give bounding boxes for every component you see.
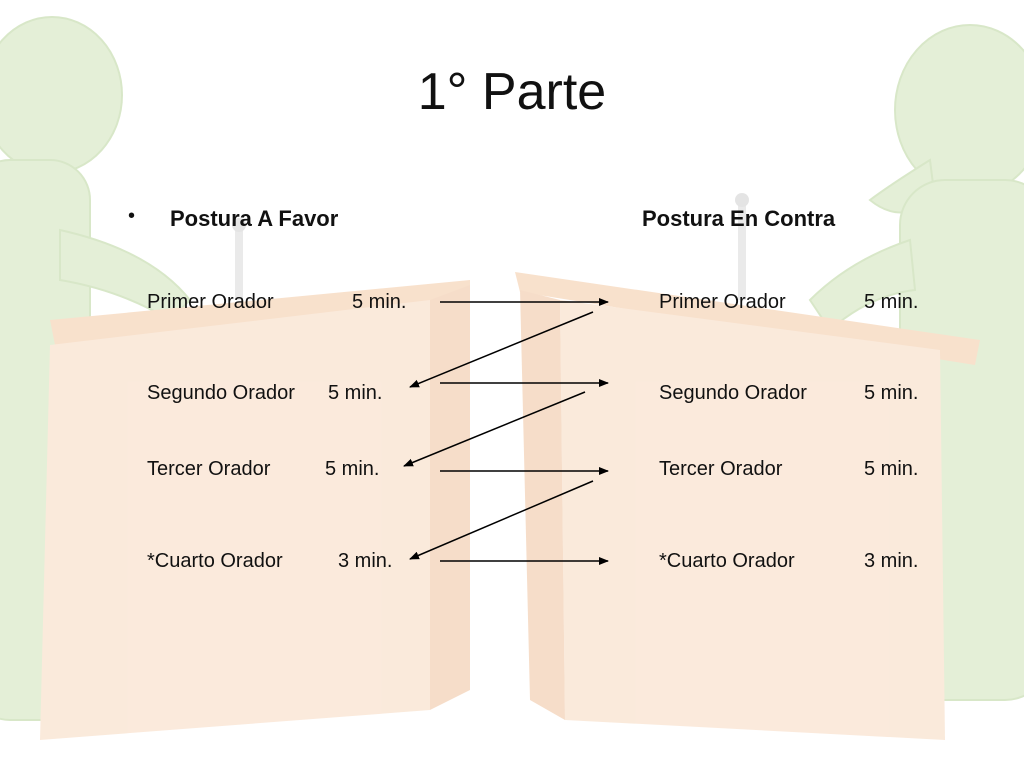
left-item-time: 5 min. (352, 291, 407, 313)
left-item-label: *Cuarto Orador (147, 550, 283, 572)
left-podium-icon (40, 218, 470, 740)
right-item-time: 5 min. (864, 458, 919, 480)
right-item-label: *Cuarto Orador (659, 550, 795, 572)
right-item-time: 5 min. (864, 291, 919, 313)
bullet-marker: • (128, 205, 136, 227)
right-item-label: Primer Orador (659, 291, 786, 313)
left-heading: Postura A Favor (170, 206, 339, 231)
right-item-time: 5 min. (864, 382, 919, 404)
left-item-time: 5 min. (325, 458, 380, 480)
right-heading: Postura En Contra (642, 206, 836, 231)
right-item-label: Tercer Orador (659, 458, 783, 480)
left-item-label: Primer Orador (147, 291, 274, 313)
right-item-time: 3 min. (864, 550, 919, 572)
slide-title: 1° Parte (417, 63, 607, 121)
arrow-back-1 (409, 311, 594, 388)
left-item-label: Segundo Orador (147, 382, 295, 404)
arrow-back-3 (409, 480, 594, 560)
left-item-label: Tercer Orador (147, 458, 271, 480)
left-item-time: 5 min. (328, 382, 383, 404)
right-item-label: Segundo Orador (659, 382, 807, 404)
right-podium-icon (515, 193, 980, 740)
arrow-back-2 (403, 391, 586, 467)
left-item-time: 3 min. (338, 550, 393, 572)
